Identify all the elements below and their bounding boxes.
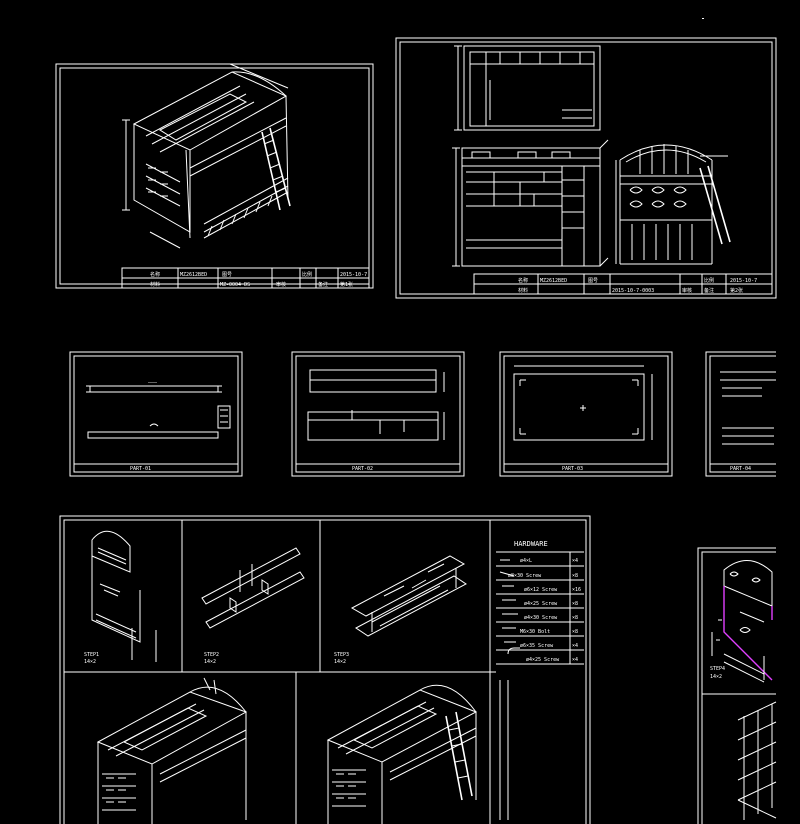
assembly-step-1: STEP1 14×2 [84, 530, 157, 665]
hw-item-4: ø4×25 Screw [524, 601, 558, 607]
svg-text:———: ——— [148, 380, 158, 386]
tb1-r2c1: 材料 [150, 281, 160, 288]
hw-qty-7: ×4 [572, 643, 578, 649]
tb2-r1c3: 图号 [588, 278, 598, 284]
tb2-r2c2: 2015-10-7-0003 [612, 288, 654, 294]
hw-qty-3: ×16 [572, 587, 581, 593]
hw-qty-4: ×8 [572, 601, 578, 607]
tb1-r2c4: 备注 [318, 281, 328, 288]
drawing-frame-1: 名称 MZ2612BED 图号 比例 2015-10-7 材料 MZ-0004 … [55, 63, 374, 289]
part-caption-1: PART-01 [130, 466, 151, 472]
top-view [454, 45, 601, 131]
part-drawing-1: ——— PART-01 [69, 351, 243, 477]
tb1-r1c1: 名称 [150, 271, 160, 278]
step-label-2: STEP2 [204, 652, 219, 658]
tb1-r1c2: MZ2612BED [180, 272, 207, 278]
tb2-r2c3: 审核 [682, 287, 692, 294]
hardware-title: HARDWARE [514, 540, 548, 548]
part-drawing-2: PART-02 [291, 351, 465, 477]
stray-mark [702, 18, 704, 19]
assembly-step-3: STEP3 14×2 [334, 555, 467, 665]
drawing-frame-2: 名称 MZ2612BED 图号 比例 2015-10-7 材料 2015-10-… [395, 37, 777, 299]
hw-item-1: ø4×L [520, 558, 532, 564]
hw-qty-6: ×8 [572, 629, 578, 635]
hw-item-7: ø6×35 Screw [520, 643, 554, 649]
hardware-table: HARDWARE ø4×L ×4 ø8×30 Screw ×8 ø6×12 Sc… [496, 540, 584, 820]
bunk-bed-isometric [122, 63, 291, 249]
front-view [452, 139, 609, 267]
tb2-r2c5: 第2张 [730, 287, 743, 294]
hw-qty-2: ×8 [572, 573, 578, 579]
step-sublabel-2: 14×2 [204, 659, 216, 665]
step-sublabel-1: 14×2 [84, 659, 96, 665]
tb1-r1c5: 2015-10-7 [340, 272, 367, 278]
part-drawing-3: PART-03 [499, 351, 673, 477]
tb2-r2c1: 材料 [518, 287, 528, 294]
shelf-frame-partial [737, 701, 777, 820]
step-label-4: STEP4 [710, 666, 725, 672]
hw-qty-8: ×4 [572, 657, 578, 663]
step-label-3: STEP3 [334, 652, 349, 658]
part-caption-4: PART-04 [730, 466, 751, 472]
hw-qty-5: ×8 [572, 615, 578, 621]
title-block-1: 名称 MZ2612BED 图号 比例 2015-10-7 材料 MZ-0004 … [121, 267, 370, 289]
tb2-r2c4: 备注 [704, 287, 714, 294]
part-caption-2: PART-02 [352, 466, 373, 472]
tb1-r2c3: 审核 [276, 281, 286, 288]
tb2-r1c4: 比例 [704, 277, 714, 284]
hw-item-5: ø4×30 Screw [524, 615, 558, 621]
part-drawing-4: PART-04 [705, 351, 776, 477]
headboard-highlighted [711, 560, 773, 683]
hw-item-8: ø4×25 Screw [526, 657, 560, 663]
assembly-sheet: STEP1 14×2 STEP2 14×2 STEP3 14×2 [59, 515, 591, 824]
tb1-r1c3: 图号 [222, 272, 232, 278]
step-sublabel-4: 14×2 [710, 674, 722, 680]
assembled-bed-left [96, 677, 248, 824]
side-view [615, 144, 731, 265]
title-block-2: 名称 MZ2612BED 图号 比例 2015-10-7 材料 2015-10-… [473, 273, 773, 295]
tb2-r1c1: 名称 [518, 277, 528, 284]
hw-item-3: ø6×12 Screw [524, 587, 558, 593]
tb1-r2c5: 第1张 [340, 281, 353, 288]
step-sublabel-3: 14×2 [334, 659, 346, 665]
step-label-1: STEP1 [84, 652, 99, 658]
assembly-step-2: STEP2 14×2 [201, 547, 305, 665]
tb1-r2c2: MZ-0004 DS [220, 282, 250, 288]
tb2-r1c2: MZ2612BED [540, 278, 567, 284]
tb1-r1c4: 比例 [302, 271, 312, 278]
tb2-r1c5: 2015-10-7 [730, 278, 757, 284]
part-caption-3: PART-03 [562, 466, 583, 472]
hw-item-2: ø8×30 Screw [508, 573, 542, 579]
assembled-bed-right [326, 684, 478, 824]
hw-qty-1: ×4 [572, 558, 578, 564]
assembly-sheet-partial: STEP4 14×2 [697, 547, 777, 824]
hw-item-6: M6×30 Bolt [520, 629, 550, 635]
